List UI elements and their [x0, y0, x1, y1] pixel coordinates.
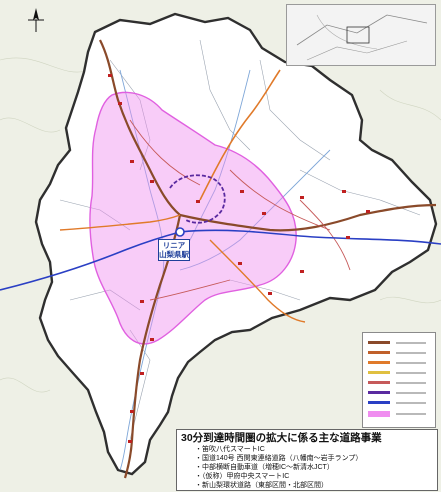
north-arrow-icon — [28, 8, 44, 32]
municipal-boundaries — [59, 39, 421, 441]
callout-item: ・国道140号 西関東連絡道路（八幡南〜岩手ランプ） — [195, 455, 363, 462]
legend-swatch-local-road — [368, 381, 390, 384]
national-road-140 — [199, 69, 281, 201]
legend-swatch-linear — [368, 401, 390, 404]
local-roads — [129, 119, 351, 301]
legend-swatch-expressway-planned — [368, 351, 390, 354]
road-network — [59, 39, 437, 479]
national-road-west — [59, 214, 181, 231]
inset-map-drawing — [296, 14, 428, 61]
terrain-lines — [0, 57, 441, 393]
callout-item: ・（仮称）甲府中央スマートIC — [195, 473, 290, 480]
callout-item: ・中部横断自動車道（増穂IC〜新清水JCT） — [195, 464, 334, 471]
national-road-fuji — [209, 239, 306, 323]
legend-swatch-prefectural-road — [368, 371, 390, 374]
yamanashi-ring-road — [169, 174, 226, 224]
town-markers — [108, 74, 370, 443]
linear-station-marker[interactable] — [175, 227, 185, 237]
station-label-line2: 山梨県駅 — [159, 250, 189, 259]
legend-swatch-reach-area — [368, 411, 390, 417]
callout-item: ・笛吹八代スマートIC — [195, 446, 265, 453]
expressway-chubu — [123, 214, 182, 479]
road-projects-callout: 30分到達時間圏の拡大に係る主な道路事業 ・笛吹八代スマートIC ・国道140号… — [176, 429, 438, 491]
callout-item: ・新山梨環状道路（東部区間・北部区間） — [195, 482, 328, 489]
legend-swatch-expressway — [368, 341, 390, 344]
legend-swatch-national-road — [368, 361, 390, 364]
station-label-line1: リニア — [162, 241, 186, 250]
linear-station-label[interactable]: リニア 山梨県駅 — [158, 239, 190, 261]
expressway-chuo — [99, 39, 437, 232]
callout-title: 30分到達時間圏の拡大に係る主な道路事業 — [181, 432, 382, 444]
callout-list: ・笛吹八代スマートIC ・国道140号 西関東連絡道路（八幡南〜岩手ランプ） ・… — [195, 445, 433, 490]
linear-chuo-line — [0, 229, 441, 291]
map-legend — [362, 332, 436, 428]
legend-swatch-ring-road — [368, 391, 390, 394]
inset-locator-map — [286, 4, 436, 66]
